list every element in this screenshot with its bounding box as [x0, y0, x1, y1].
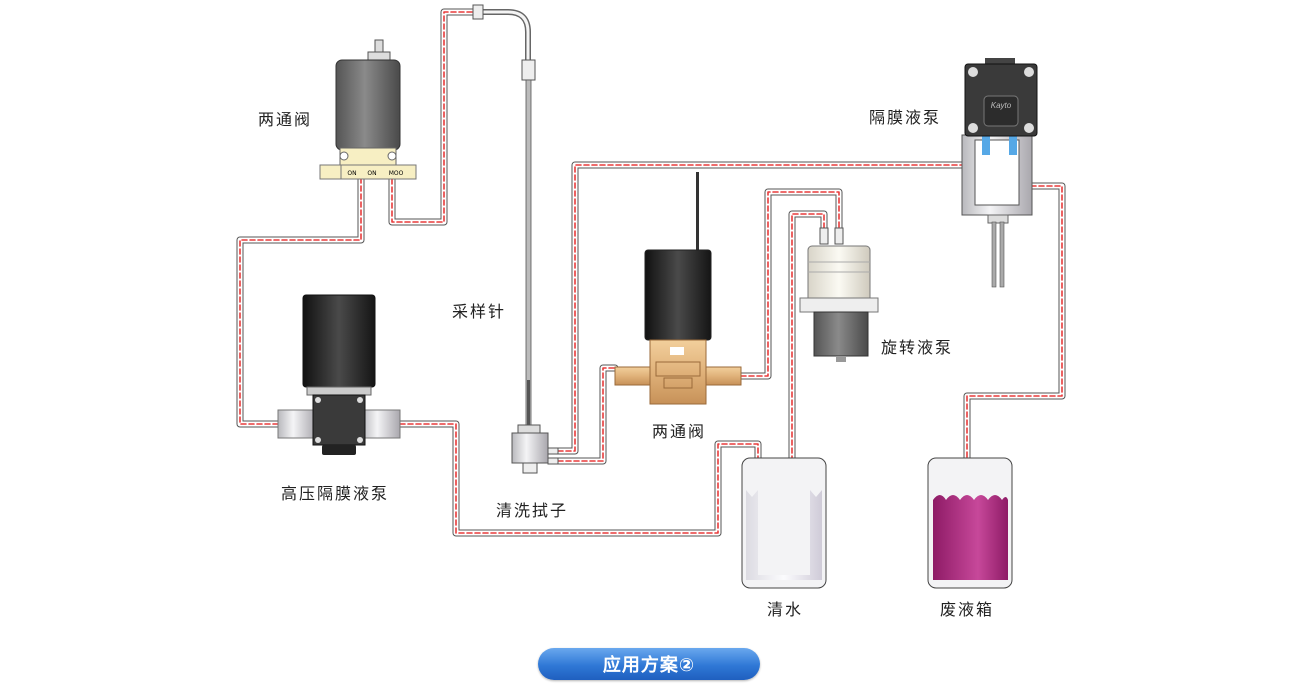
- label-rotary-pump: 旋转液泵: [881, 338, 954, 357]
- label-valve-mid: 两通阀: [652, 422, 707, 441]
- scheme-title-button[interactable]: 应用方案②: [538, 648, 760, 680]
- valve-port-label: ON: [367, 170, 376, 177]
- label-clean-water: 清水: [767, 600, 804, 619]
- tube-valve-to-rotary: [740, 191, 840, 377]
- valve-port-label: MOO: [389, 170, 404, 177]
- tube-valve-to-needle: [388, 8, 482, 226]
- rotary-pump: [799, 227, 879, 362]
- label-waste-tank: 废液箱: [940, 600, 995, 619]
- tube-rotary-to-water: [791, 213, 825, 491]
- valve-port-label: ON: [347, 170, 356, 177]
- diaphragm-pump: Kayto: [961, 58, 1038, 288]
- two-way-valve-top: [319, 39, 417, 180]
- pump-brand: Kayto: [991, 101, 1012, 110]
- tube-valve-to-needle: [391, 11, 479, 223]
- tube-washer-to-valve: [557, 367, 616, 462]
- two-way-valve-mid: [614, 172, 742, 405]
- label-valve-top: 两通阀: [258, 110, 313, 129]
- waste-tank-container: [927, 457, 1013, 589]
- washer-swab: [511, 424, 559, 474]
- label-washer: 清洗拭子: [496, 501, 569, 520]
- tube-valve-to-needle: [389, 9, 481, 225]
- clean-water-container: [741, 457, 827, 589]
- tube-washer-to-valve: [554, 364, 619, 465]
- tube-pump-to-waste: [966, 139, 1063, 491]
- label-sampling-needle: 采样针: [452, 302, 507, 321]
- sampling-needle: [472, 4, 536, 426]
- label-diaphragm-pump: 隔膜液泵: [869, 108, 942, 127]
- tube-hp-in: [239, 178, 362, 425]
- high-pressure-diaphragm-pump: [277, 294, 401, 455]
- label-hp-pump: 高压隔膜液泵: [281, 484, 390, 503]
- tube-hp-out: [399, 423, 759, 534]
